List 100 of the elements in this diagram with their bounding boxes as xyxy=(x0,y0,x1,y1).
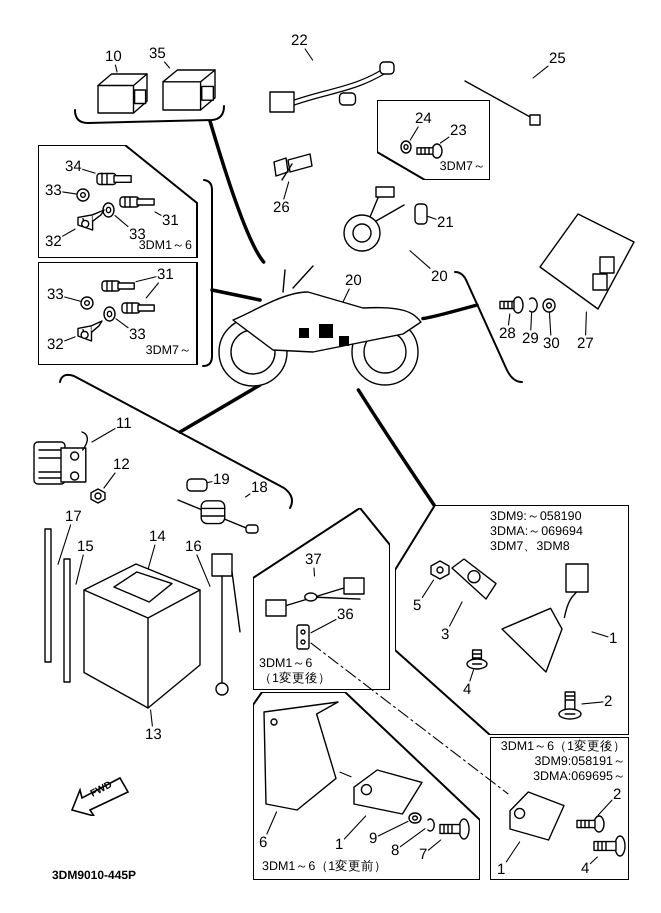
leader-line xyxy=(409,250,431,269)
leader-line xyxy=(245,493,251,498)
leader-line xyxy=(310,618,337,634)
callout-number: 13 xyxy=(144,726,163,743)
fuse-holder-drawing xyxy=(176,497,260,535)
group-line xyxy=(356,388,436,507)
leader-line xyxy=(164,61,170,69)
group-bracket xyxy=(73,104,226,125)
variant-panel xyxy=(253,508,390,690)
group-bracket xyxy=(453,270,524,384)
leader-line xyxy=(283,181,290,200)
leader-line xyxy=(64,336,76,342)
leader-line xyxy=(581,701,604,704)
leader-line xyxy=(146,282,159,299)
callout-number: 29 xyxy=(521,330,540,347)
variant-note: 3DM1～6（1変更前） xyxy=(262,859,388,874)
alignment-line xyxy=(339,772,353,778)
callout-number: 9 xyxy=(368,830,378,847)
callout-number: 22 xyxy=(290,32,309,49)
leader-line xyxy=(591,631,609,638)
leader-line xyxy=(532,65,549,79)
leader-line xyxy=(154,211,162,216)
callout-number: 33 xyxy=(46,286,65,303)
drawing-number: 3DM9010-445P xyxy=(52,868,136,882)
leader-line xyxy=(548,312,552,336)
bracket-drawing xyxy=(75,318,105,344)
terminal-cap-drawing xyxy=(210,552,242,697)
callout-number: 17 xyxy=(64,508,83,525)
callout-number: 20 xyxy=(344,272,363,289)
variant-panel xyxy=(377,100,490,180)
screw-drawing xyxy=(415,143,443,159)
bolt-drawing xyxy=(575,815,605,833)
leader-line xyxy=(508,313,510,326)
screw-drawing xyxy=(558,690,582,720)
leader-line xyxy=(103,472,116,489)
battery-band-drawing xyxy=(112,570,174,604)
variant-note: 3DM1～6（1変更後） 3DM9:058191～ 3DMA:069695～ xyxy=(500,739,626,784)
bolt-drawing xyxy=(466,648,488,670)
leader-line xyxy=(62,228,76,237)
callout-number: 2 xyxy=(612,786,622,803)
variant-note: 3DM9:～058190 3DMA:～069694 3DM7、3DM8 xyxy=(490,509,584,554)
callout-number: 6 xyxy=(258,834,268,851)
leader-line xyxy=(114,64,118,73)
leader-line xyxy=(440,136,450,144)
variant-panel xyxy=(38,262,198,365)
callout-number: 14 xyxy=(148,528,167,545)
leader-line xyxy=(82,168,96,174)
washer-drawing xyxy=(76,188,90,202)
variant-panel xyxy=(490,737,629,880)
variant-panel xyxy=(253,692,480,880)
leader-line xyxy=(378,820,409,837)
callout-number: 35 xyxy=(148,45,167,62)
leader-line xyxy=(147,544,156,571)
variant-note: 3DM1～6 （1変更後） xyxy=(259,656,332,686)
callout-number: 34 xyxy=(64,158,83,175)
leader-line xyxy=(598,800,613,816)
callout-number: 25 xyxy=(548,50,567,67)
callout-number: 8 xyxy=(390,842,400,859)
rectifier-drawing xyxy=(352,768,424,816)
leader-line xyxy=(135,276,157,282)
callout-number: 36 xyxy=(336,606,355,623)
callout-number: 33 xyxy=(44,182,63,199)
nut-drawing xyxy=(430,560,450,580)
leader-line xyxy=(530,312,532,331)
clip-drawing xyxy=(295,623,311,651)
spring-washer-drawing xyxy=(526,297,538,313)
callout-number: 2 xyxy=(603,693,614,710)
leader-line xyxy=(304,48,314,61)
group-line xyxy=(178,383,262,434)
variant-panel xyxy=(38,145,198,258)
callout-number: 19 xyxy=(212,471,231,488)
callout-number: 31 xyxy=(156,266,175,283)
bolt-drawing xyxy=(498,296,524,314)
leader-line xyxy=(91,428,116,443)
variant-panel xyxy=(395,505,629,735)
callout-number: 4 xyxy=(462,681,472,698)
washer-drawing xyxy=(102,202,115,218)
bolt-drawing xyxy=(592,835,626,857)
callout-number: 30 xyxy=(542,335,561,352)
bracket-drawing xyxy=(450,556,498,602)
callout-number: 10 xyxy=(104,48,123,65)
leader-line xyxy=(427,216,437,220)
leader-line xyxy=(114,214,129,228)
washer-drawing xyxy=(408,812,422,824)
callout-number: 28 xyxy=(498,325,517,342)
cover-drawing xyxy=(262,700,340,812)
leader-line xyxy=(344,815,366,840)
leader-line xyxy=(64,296,81,302)
callout-number: 3 xyxy=(440,626,450,643)
rectifier-drawing xyxy=(508,790,566,842)
leader-line xyxy=(590,856,598,864)
callout-number: 4 xyxy=(580,860,590,877)
callout-number: 5 xyxy=(412,597,422,614)
callout-number: 26 xyxy=(272,199,291,216)
group-line xyxy=(421,303,479,320)
leader-line xyxy=(207,481,213,484)
alignment-line xyxy=(310,642,509,794)
leader-line xyxy=(449,601,463,627)
leader-line xyxy=(469,669,474,682)
washer-drawing xyxy=(542,298,556,313)
